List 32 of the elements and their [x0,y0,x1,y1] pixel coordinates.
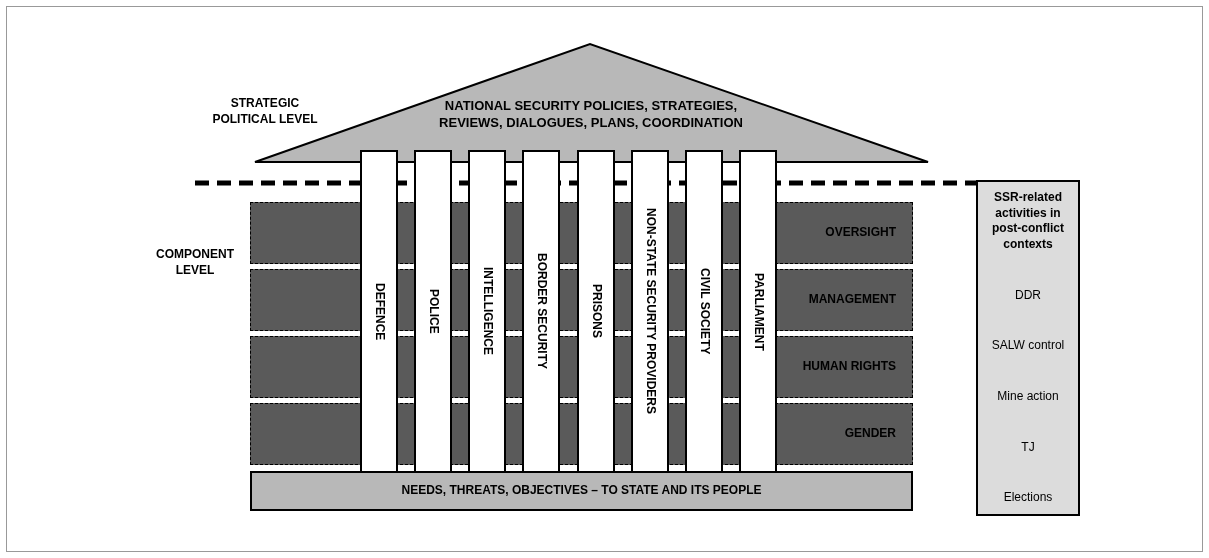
level-label: STRATEGIC POLITICAL LEVEL [211,96,319,128]
roof-text: NATIONAL SECURITY POLICIES, STRATEGIES, REVIEWS, DIALOGUES, PLANS, COORDINATION [438,98,744,132]
activity-text: Elections [1003,490,1053,506]
pillar-label: INTELLIGENCE [479,267,495,356]
activity-text: Mine action [997,388,1059,405]
pillar-label: CIVIL SOCIETY [696,268,712,355]
activity-text: DDR [1015,287,1041,304]
pillar [414,150,452,471]
activity-text: SALW control [991,338,1065,354]
pillar-label: DEFENCE [371,282,387,341]
foundation-band [250,471,913,511]
foundation-label: NEEDS, THREATS, OBJECTIVES – TO STATE AND ITS PEOPLE [401,483,762,499]
pillar [577,150,615,471]
level-label: COMPONENT LEVEL [155,247,235,279]
pillar [360,150,398,471]
pillar-label: PARLIAMENT [750,272,766,351]
panel-heading: SSR-related activities in post-conflict contexts [991,190,1065,253]
activity-text: TJ [1021,439,1035,456]
band-label: OVERSIGHT [825,225,896,241]
pillar [468,150,506,471]
pillar [522,150,560,471]
pillar-label: NON-STATE SECURITY PROVIDERS [642,208,658,415]
band-label: GENDER [844,426,896,442]
pillar [739,150,777,471]
pillar-label: PRISONS [588,284,604,339]
pillar [685,150,723,471]
band-label: HUMAN RIGHTS [802,359,896,375]
pillar-label: POLICE [425,289,441,334]
pillar-label: BORDER SECURITY [533,253,549,370]
pillar [631,150,669,471]
band-label: MANAGEMENT [808,292,896,308]
side-panel [976,180,1080,516]
